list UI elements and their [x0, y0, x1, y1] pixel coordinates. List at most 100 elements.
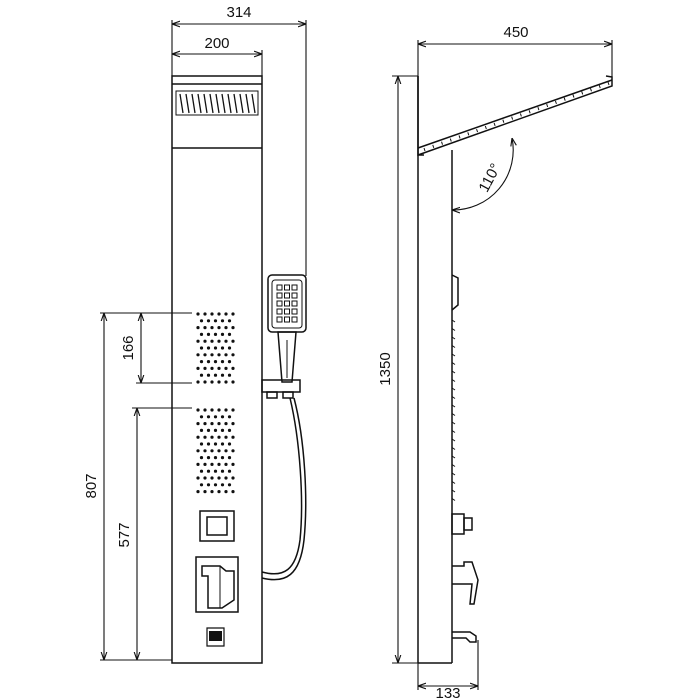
- jet-nozzle: [217, 408, 221, 412]
- head-slot: [215, 93, 220, 114]
- side-jet-bump: [451, 498, 456, 501]
- hand-shower-nozzle: [276, 284, 283, 291]
- jet-nozzle: [220, 373, 225, 377]
- jet-nozzle: [206, 456, 211, 460]
- side-nozzle: [528, 110, 531, 114]
- jet-nozzle: [206, 360, 211, 364]
- jet-nozzle: [203, 366, 207, 370]
- side-view: [417, 75, 613, 664]
- jet-nozzle: [210, 353, 214, 357]
- dim-side-depth: 450: [503, 24, 528, 41]
- jet-nozzle: [231, 366, 235, 370]
- side-nozzle: [467, 132, 470, 136]
- jet-nozzle: [231, 312, 235, 316]
- hand-shower-nozzle: [291, 300, 298, 307]
- jet-nozzle: [231, 462, 235, 466]
- jet-nozzle: [196, 422, 200, 426]
- side-jet-bump: [451, 430, 456, 433]
- jet-nozzle: [220, 346, 225, 350]
- jet-nozzle: [231, 449, 235, 453]
- jet-nozzle: [224, 326, 228, 330]
- jet-nozzle: [227, 332, 232, 336]
- head-slot: [197, 93, 202, 114]
- jet-nozzle: [203, 353, 207, 357]
- side-jet-bump: [451, 328, 456, 331]
- jet-nozzle: [210, 408, 214, 412]
- jet-nozzle: [199, 428, 204, 432]
- side-nozzle: [590, 88, 592, 92]
- hand-shower-nozzle: [291, 316, 298, 323]
- jet-nozzle: [206, 428, 211, 432]
- jet-nozzle: [227, 442, 232, 446]
- jet-nozzle: [213, 332, 218, 336]
- jet-nozzle: [196, 490, 200, 494]
- jet-nozzle: [231, 490, 235, 494]
- head-slot: [209, 93, 214, 114]
- jet-nozzle: [227, 415, 232, 419]
- jet-nozzle: [203, 422, 207, 426]
- side-nozzle: [581, 91, 584, 95]
- side-nozzle: [458, 135, 461, 139]
- jet-nozzle: [213, 469, 218, 473]
- side-jet-bump: [451, 472, 456, 476]
- jet-nozzle: [227, 456, 232, 460]
- jet-nozzle: [217, 490, 221, 494]
- side-nozzle: [563, 97, 566, 101]
- jet-nozzle: [196, 366, 200, 370]
- jet-nozzle: [199, 456, 204, 460]
- jet-nozzle: [227, 483, 232, 487]
- jet-nozzle: [213, 483, 218, 487]
- side-jet-bump: [451, 413, 456, 416]
- head-slot: [251, 93, 256, 114]
- side-jet-bump: [451, 421, 456, 425]
- hand-shower-holder: [261, 379, 301, 399]
- jet-nozzle: [217, 353, 221, 357]
- dim-total-width: 314: [226, 4, 251, 21]
- jet-nozzle: [199, 469, 204, 473]
- head-slot: [203, 93, 208, 114]
- jet-nozzle: [224, 366, 228, 370]
- jet-nozzle: [231, 353, 235, 357]
- side-nozzle: [493, 122, 496, 127]
- side-jet-bump: [451, 370, 456, 374]
- jet-nozzle: [220, 469, 225, 473]
- jet-nozzle: [231, 476, 235, 480]
- side-nozzle: [546, 103, 549, 108]
- jet-nozzle: [196, 339, 200, 343]
- jet-nozzle: [210, 490, 214, 494]
- jet-nozzle: [220, 442, 225, 446]
- side-mixer-lever: [452, 561, 479, 605]
- jet-nozzle: [217, 366, 221, 370]
- side-jet-bump: [451, 464, 456, 467]
- jet-nozzle: [224, 435, 228, 439]
- side-jet-bump: [451, 319, 456, 323]
- side-jet-bump: [451, 438, 456, 442]
- jet-nozzle: [203, 476, 207, 480]
- jet-nozzle: [220, 360, 225, 364]
- side-jet-bump: [451, 362, 456, 365]
- hand-shower-nozzle: [284, 284, 290, 291]
- jet-nozzle: [199, 360, 204, 364]
- head-slot: [239, 93, 244, 114]
- jet-nozzle: [210, 339, 214, 343]
- side-nozzle: [441, 141, 443, 145]
- jet-nozzle: [224, 408, 228, 412]
- jet-nozzle: [231, 339, 235, 343]
- jet-nozzle: [227, 346, 232, 350]
- side-nozzle: [554, 100, 557, 105]
- hand-shower-nozzle: [276, 308, 283, 315]
- hand-shower-nozzle: [291, 308, 298, 315]
- rain-head-side: [417, 75, 613, 157]
- jet-nozzle: [206, 332, 211, 336]
- jet-nozzle: [231, 380, 235, 384]
- side-selector-knob: [451, 513, 473, 535]
- jet-nozzle: [203, 380, 207, 384]
- upper-body-jets: [196, 312, 235, 384]
- jet-nozzle: [203, 435, 207, 439]
- jet-nozzle: [210, 449, 214, 453]
- front-view: [171, 75, 307, 664]
- head-slot: [179, 93, 184, 114]
- jet-nozzle: [206, 319, 211, 323]
- jet-nozzle: [227, 319, 232, 323]
- jet-nozzle: [227, 360, 232, 364]
